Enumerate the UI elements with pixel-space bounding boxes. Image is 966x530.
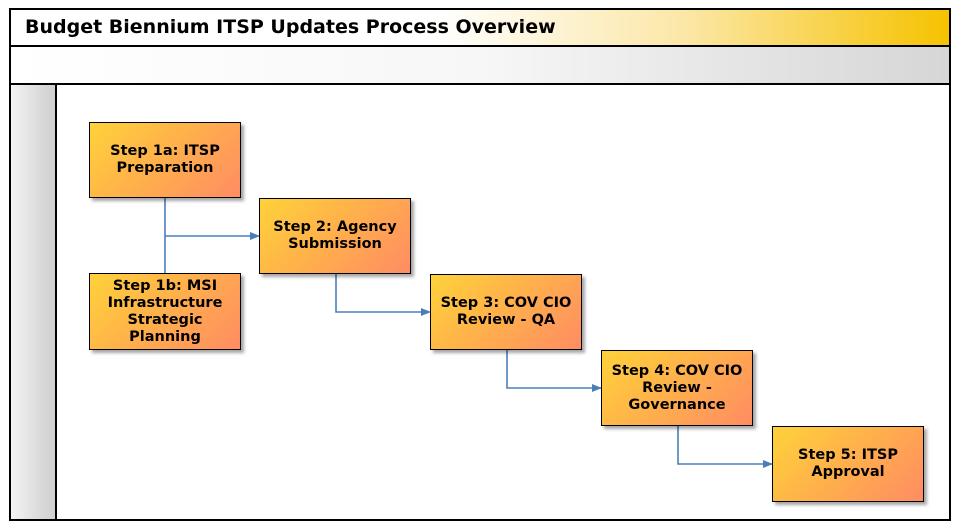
step-4-box[interactable]: Step 4: COV CIO Review - Governance	[601, 350, 753, 426]
step-1b-label: Step 1b: MSI Infrastructure Strategic Pl…	[107, 277, 223, 345]
connector-4-to-5	[677, 426, 773, 468]
step-1a-box[interactable]: Step 1a: ITSP Preparation	[89, 122, 241, 198]
step-2-label: Step 2: Agency Submission	[273, 219, 397, 252]
diagram-title: Budget Biennium ITSP Updates Process Ove…	[25, 16, 556, 38]
step-1a-label: Step 1a: ITSP Preparation	[110, 143, 220, 176]
connector-2-to-3	[335, 274, 431, 316]
step-3-label: Step 3: COV CIO Review - QA	[440, 295, 572, 328]
title-bar: Budget Biennium ITSP Updates Process Ove…	[11, 10, 949, 47]
step-4-label: Step 4: COV CIO Review - Governance	[611, 362, 743, 413]
phase-header-bar	[11, 47, 949, 85]
step-3-box[interactable]: Step 3: COV CIO Review - QA	[430, 274, 582, 350]
connector-3-to-4	[506, 350, 602, 392]
step-1b-box[interactable]: Step 1b: MSI Infrastructure Strategic Pl…	[89, 273, 241, 350]
step-5-box[interactable]: Step 5: ITSP Approval	[772, 426, 924, 502]
step-5-label: Step 5: ITSP Approval	[798, 447, 898, 480]
step-2-box[interactable]: Step 2: Agency Submission	[259, 198, 411, 274]
lane-label-column	[11, 85, 57, 519]
